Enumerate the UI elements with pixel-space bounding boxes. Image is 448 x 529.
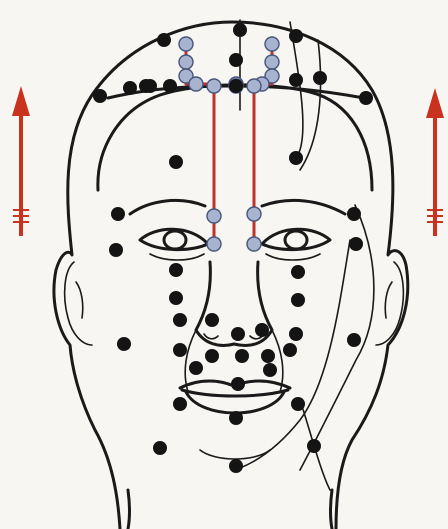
black-acupoint: [173, 343, 187, 357]
black-acupoint: [313, 71, 327, 85]
black-acupoint: [289, 73, 303, 87]
black-acupoint: [291, 397, 305, 411]
blue-acupoint: [265, 55, 279, 69]
blue-acupoint: [207, 209, 221, 223]
black-acupoint: [349, 237, 363, 251]
black-acupoint: [229, 79, 243, 93]
black-acupoint: [157, 33, 171, 47]
black-acupoints: [93, 23, 373, 473]
black-acupoint: [229, 53, 243, 67]
black-acupoint: [109, 243, 123, 257]
blue-acupoint: [247, 237, 261, 251]
black-acupoint: [93, 89, 107, 103]
right-iris: [285, 231, 307, 249]
neck-left: [128, 490, 130, 529]
left-iris: [164, 231, 186, 249]
black-acupoint: [143, 79, 157, 93]
black-acupoint: [231, 377, 245, 391]
black-acupoint: [117, 337, 131, 351]
left-ear: [65, 262, 92, 345]
black-acupoint: [205, 313, 219, 327]
black-acupoint: [169, 291, 183, 305]
head-outline: [54, 20, 408, 529]
black-acupoint: [189, 361, 203, 375]
black-acupoint: [291, 293, 305, 307]
black-acupoint: [173, 397, 187, 411]
mouth-line: [182, 390, 288, 396]
black-acupoint: [289, 327, 303, 341]
black-acupoint: [255, 323, 269, 337]
blue-acupoints: [179, 37, 279, 251]
blue-acupoint: [179, 55, 193, 69]
black-acupoint: [289, 151, 303, 165]
blue-acupoint: [179, 37, 193, 51]
neck-right: [331, 490, 333, 529]
left-arrow-up-icon: [12, 86, 30, 236]
black-acupoint: [233, 23, 247, 37]
blue-acupoint: [207, 79, 221, 93]
black-acupoint: [229, 459, 243, 473]
left-eyebrow: [130, 200, 205, 214]
black-acupoint: [123, 81, 137, 95]
hairline: [98, 85, 372, 190]
black-acupoint: [229, 411, 243, 425]
blue-acupoint: [247, 207, 261, 221]
black-acupoint: [111, 207, 125, 221]
right-arrow-up-icon: [426, 88, 444, 236]
black-acupoint: [283, 343, 297, 357]
black-acupoint: [359, 91, 373, 105]
black-acupoint: [169, 263, 183, 277]
black-acupoint: [153, 441, 167, 455]
blue-acupoint: [189, 77, 203, 91]
black-acupoint: [289, 29, 303, 43]
blue-acupoint: [207, 237, 221, 251]
black-acupoint: [347, 207, 361, 221]
black-acupoint: [163, 79, 177, 93]
blue-acupoint: [265, 37, 279, 51]
face-line-2: [300, 40, 321, 170]
black-acupoint: [347, 333, 361, 347]
black-acupoint: [235, 349, 249, 363]
black-acupoint: [231, 327, 245, 341]
black-acupoint: [205, 349, 219, 363]
blue-acupoint: [247, 79, 261, 93]
black-acupoint: [263, 363, 277, 377]
black-acupoint: [173, 313, 187, 327]
black-acupoint: [291, 265, 305, 279]
black-acupoint: [261, 349, 275, 363]
right-ear: [376, 262, 403, 345]
right-eyebrow: [262, 200, 345, 214]
black-acupoint: [307, 439, 321, 453]
black-acupoint: [169, 155, 183, 169]
